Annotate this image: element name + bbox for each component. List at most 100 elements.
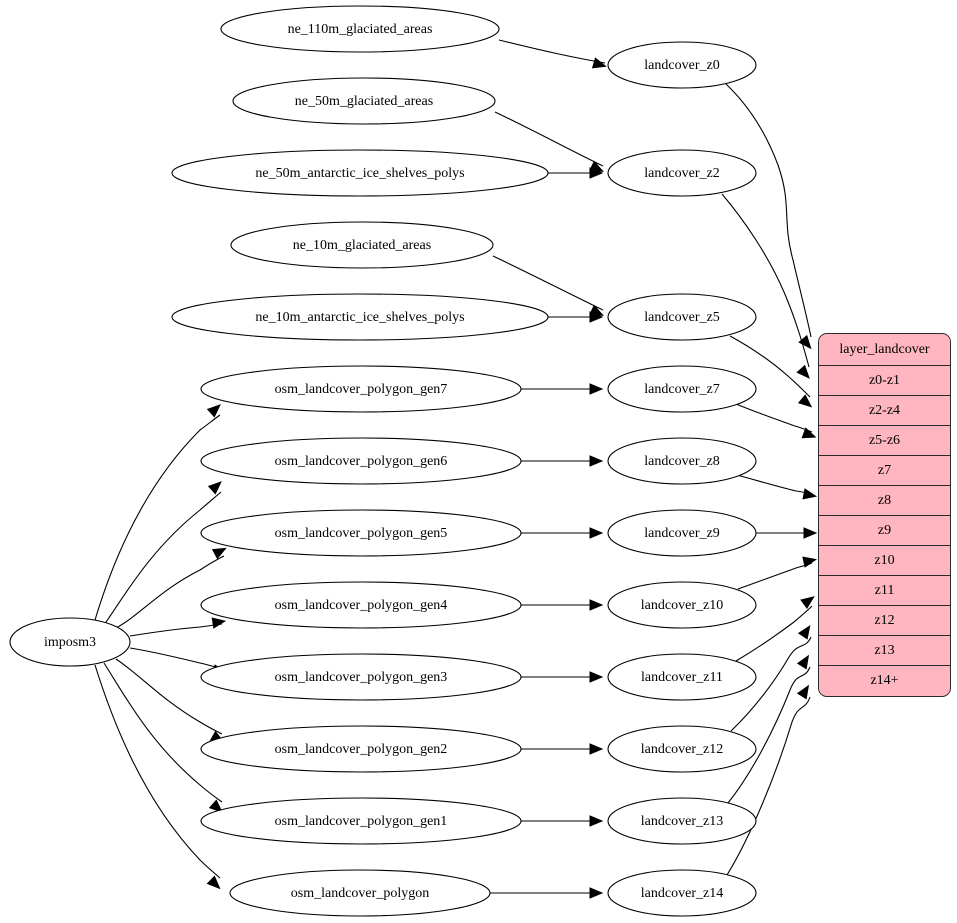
node-landcover_z7-shape: [607, 365, 757, 413]
node-landcover_z13[interactable]: landcover_z13: [607, 797, 757, 845]
node-landcover_z14[interactable]: landcover_z14: [607, 869, 757, 917]
node-ne_10m_antarctic_ice_shelves_polys-shape: [171, 293, 549, 341]
edge-ne_50m_glaciated_areas-to-landcover_z2: [494, 111, 604, 167]
node-imposm3-label: imposm3: [44, 635, 96, 650]
node-osm_landcover_polygon_gen7[interactable]: osm_landcover_polygon_gen7: [200, 365, 522, 413]
node-ne_10m_glaciated_areas-shape: [230, 221, 494, 269]
layer-table-row-z14+[interactable]: z14+: [819, 665, 950, 695]
edge-landcover_z7-to-z7: [735, 403, 813, 433]
node-landcover_z10[interactable]: landcover_z10: [607, 581, 757, 629]
node-landcover_z5-shape: [607, 293, 757, 341]
node-ne_50m_antarctic_ice_shelves_polys[interactable]: ne_50m_antarctic_ice_shelves_polys: [171, 149, 549, 197]
node-osm_landcover_polygon_gen4-label: osm_landcover_polygon_gen4: [275, 598, 448, 613]
arrow-head: [589, 743, 604, 755]
node-osm_landcover_polygon[interactable]: osm_landcover_polygon: [229, 869, 491, 917]
node-ne_10m_glaciated_areas[interactable]: ne_10m_glaciated_areas: [230, 221, 494, 269]
node-landcover_z0-shape: [607, 41, 757, 89]
node-osm_landcover_polygon_gen6[interactable]: osm_landcover_polygon_gen6: [200, 437, 522, 485]
node-ne_10m_glaciated_areas-label: ne_10m_glaciated_areas: [293, 238, 431, 253]
node-landcover_z7[interactable]: landcover_z7: [607, 365, 757, 413]
node-landcover_z9-shape: [607, 509, 757, 557]
node-ne_110m_glaciated_areas[interactable]: ne_110m_glaciated_areas: [220, 5, 500, 53]
node-ne_50m_glaciated_areas[interactable]: ne_50m_glaciated_areas: [232, 77, 496, 125]
arrow-head: [589, 167, 604, 179]
node-osm_landcover_polygon-shape: [229, 869, 491, 917]
arrow-head: [803, 527, 818, 539]
node-osm_landcover_polygon_gen4[interactable]: osm_landcover_polygon_gen4: [200, 581, 522, 629]
layer-table-header: layer_landcover: [819, 334, 950, 365]
edge-landcover_z0-to-z0-z1: [725, 83, 812, 338]
node-landcover_z11[interactable]: landcover_z11: [607, 653, 757, 701]
node-landcover_z12[interactable]: landcover_z12: [607, 725, 757, 773]
layer-table-row-z9[interactable]: z9: [819, 515, 950, 545]
arrow-head: [798, 334, 812, 350]
node-ne_10m_antarctic_ice_shelves_polys[interactable]: ne_10m_antarctic_ice_shelves_polys: [171, 293, 549, 341]
node-osm_landcover_polygon_gen5-shape: [200, 509, 522, 557]
node-ne_50m_glaciated_areas-shape: [232, 77, 496, 125]
node-imposm3[interactable]: imposm3: [9, 617, 131, 667]
node-landcover_z2[interactable]: landcover_z2: [607, 149, 757, 197]
edge-imposm3-to-osm_landcover_polygon_gen3: [129, 647, 224, 670]
layer-table-row-z7[interactable]: z7: [819, 455, 950, 485]
node-osm_landcover_polygon_gen3[interactable]: osm_landcover_polygon_gen3: [200, 653, 522, 701]
edge-landcover_z8-to-z8: [736, 474, 813, 495]
node-osm_landcover_polygon_gen2-shape: [200, 725, 522, 773]
node-landcover_z9-label: landcover_z9: [644, 526, 719, 541]
edge-imposm3-to-osm_landcover_polygon: [94, 664, 221, 879]
edge-imposm3-to-osm_landcover_polygon_gen4: [129, 623, 223, 637]
edge-landcover_z10-to-z10: [737, 562, 813, 590]
node-imposm3-shape: [9, 617, 131, 667]
edge-landcover_z5-to-z5-z6: [729, 335, 811, 398]
layer-table-row-z10[interactable]: z10: [819, 545, 950, 575]
edge-landcover_z2-to-z2-z4: [721, 193, 810, 368]
arrow-head: [589, 455, 604, 467]
arrow-head: [796, 654, 810, 670]
arrow-head: [591, 57, 607, 69]
layer-table-row-z11[interactable]: z11: [819, 575, 950, 605]
node-landcover_z8[interactable]: landcover_z8: [607, 437, 757, 485]
layer-table-row-z0-z1[interactable]: z0-z1: [819, 365, 950, 395]
node-osm_landcover_polygon_gen1-label: osm_landcover_polygon_gen1: [275, 814, 448, 829]
arrow-head: [800, 596, 815, 609]
node-osm_landcover_polygon_gen2[interactable]: osm_landcover_polygon_gen2: [200, 725, 522, 773]
edge-imposm3-to-osm_landcover_polygon_gen7: [94, 414, 221, 621]
edge-landcover_z14-to-z14+: [726, 696, 811, 876]
edge-landcover_z12-to-z12: [730, 636, 812, 732]
node-landcover_z10-label: landcover_z10: [641, 598, 723, 613]
edge-ne_110m_glaciated_areas-to-landcover_z0: [498, 39, 606, 64]
arrow-head: [801, 427, 817, 439]
node-landcover_z5[interactable]: landcover_z5: [607, 293, 757, 341]
node-landcover_z13-shape: [607, 797, 757, 845]
node-osm_landcover_polygon_gen4-shape: [200, 581, 522, 629]
arrow-head: [589, 887, 604, 899]
arrow-head: [589, 311, 604, 323]
node-osm_landcover_polygon_gen5[interactable]: osm_landcover_polygon_gen5: [200, 509, 522, 557]
edge-imposm3-to-osm_landcover_polygon_gen5: [115, 555, 225, 629]
node-landcover_z2-label: landcover_z2: [644, 166, 719, 181]
arrow-head: [211, 547, 227, 560]
arrow-head: [802, 556, 818, 568]
node-osm_landcover_polygon_gen3-shape: [200, 653, 522, 701]
node-landcover_z0[interactable]: landcover_z0: [607, 41, 757, 89]
layer-table-row-z8[interactable]: z8: [819, 485, 950, 515]
layer-table-row-z5-z6[interactable]: z5-z6: [819, 425, 950, 455]
node-ne_50m_antarctic_ice_shelves_polys-shape: [171, 149, 549, 197]
node-ne_10m_antarctic_ice_shelves_polys-label: ne_10m_antarctic_ice_shelves_polys: [255, 310, 464, 325]
arrow-head: [802, 488, 818, 500]
node-landcover_z7-label: landcover_z7: [644, 382, 719, 397]
arrow-head: [206, 404, 221, 418]
node-osm_landcover_polygon_gen6-label: osm_landcover_polygon_gen6: [275, 454, 448, 469]
edge-imposm3-to-osm_landcover_polygon_gen6: [103, 491, 222, 626]
layer-table-row-z12[interactable]: z12: [819, 605, 950, 635]
layer-table-row-z2-z4[interactable]: z2-z4: [819, 395, 950, 425]
arrow-head: [206, 875, 221, 890]
edge-ne_10m_glaciated_areas-to-landcover_z5: [492, 255, 604, 311]
nodes-layer: imposm3 ne_110m_glaciated_areas ne_50m_gla…: [9, 5, 757, 917]
arrow-head: [589, 599, 604, 611]
node-landcover_z8-label: landcover_z8: [644, 454, 719, 469]
node-osm_landcover_polygon_gen1[interactable]: osm_landcover_polygon_gen1: [200, 797, 522, 845]
node-landcover_z9[interactable]: landcover_z9: [607, 509, 757, 557]
layer-table-row-z13[interactable]: z13: [819, 635, 950, 665]
